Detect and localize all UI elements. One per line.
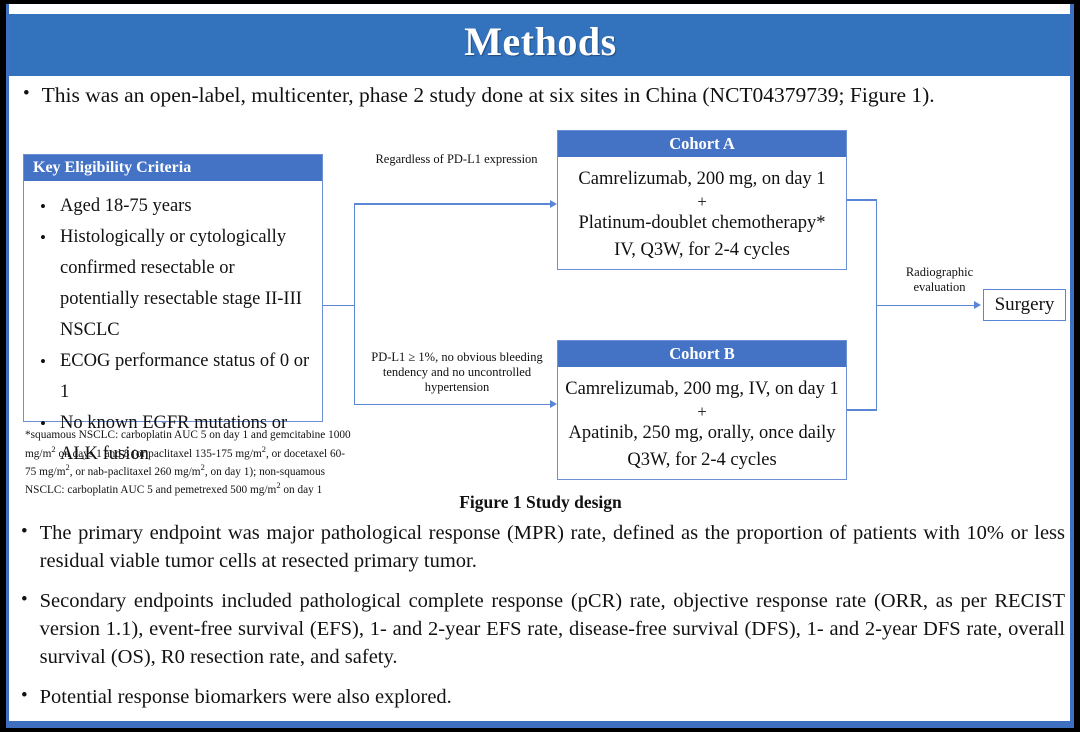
cohort-b-line3: Q3W, for 2-4 cycles	[627, 450, 777, 470]
lead-bullet-text: This was an open-label, multicenter, pha…	[41, 83, 935, 107]
connector-vertical-split	[353, 204, 356, 405]
eligibility-header: Key Eligibility Criteria	[24, 155, 322, 181]
surgery-label: Surgery	[994, 294, 1055, 315]
cohort-a-header: Cohort A	[558, 131, 846, 157]
cohort-a-body: Camrelizumab, 200 mg, on day 1 + Platinu…	[558, 157, 846, 264]
cohort-b-header: Cohort B	[558, 341, 846, 367]
figure-footnote: *squamous NSCLC: carboplatin AUC 5 on da…	[25, 429, 351, 497]
endpoint-text: Potential response biomarkers were also …	[39, 686, 452, 709]
study-design-figure: Key Eligibility Criteria Aged 18-75 year…	[9, 122, 1070, 500]
cohort-b-plus: +	[697, 402, 707, 421]
list-item: Aged 18-75 years	[34, 191, 314, 222]
list-item: • The primary endpoint was major patholo…	[21, 520, 1065, 575]
connector-top-horizontal	[353, 203, 552, 205]
connector-coh-a-out	[847, 199, 877, 201]
list-item: No known EGFR mutations or ALK fusion	[34, 408, 314, 470]
list-item: ECOG performance status of 0 or 1	[34, 346, 314, 408]
connector-coh-b-out	[847, 409, 877, 411]
eligibility-list: Aged 18-75 years Histologically or cytol…	[24, 181, 322, 470]
cohort-a-plus: +	[697, 192, 707, 211]
arrowhead-top	[550, 199, 557, 208]
connector-bottom-horizontal	[353, 403, 552, 406]
surgery-box: Surgery	[983, 289, 1066, 321]
cohort-b-line1: Camrelizumab, 200 mg, IV, on day 1	[565, 379, 839, 399]
cohort-b-line2: Apatinib, 250 mg, orally, once daily	[568, 423, 836, 443]
arrowhead-bottom	[550, 400, 557, 408]
lead-bullet-row: • This was an open-label, multicenter, p…	[23, 82, 1063, 109]
bullet-glyph: •	[23, 83, 30, 104]
cohort-a-box: Cohort A Camrelizumab, 200 mg, on day 1 …	[557, 130, 847, 270]
cohort-b-body: Camrelizumab, 200 mg, IV, on day 1 + Apa…	[558, 367, 846, 474]
cohort-a-line2: Platinum-doublet chemotherapy*	[578, 213, 826, 233]
figure-caption: Figure 1 Study design	[459, 492, 622, 512]
connector-stem-horizontal	[323, 304, 355, 307]
arrow-label-top: Regardless of PD-L1 expression	[375, 152, 538, 166]
bullet-glyph: •	[21, 521, 28, 542]
cohort-b-box: Cohort B Camrelizumab, 200 mg, IV, on da…	[557, 340, 847, 480]
cohort-a-line3: IV, Q3W, for 2-4 cycles	[614, 240, 790, 260]
page-title: Methods	[464, 19, 617, 64]
arrow-label-bottom: PD-L1 ≥ 1%, no obvious bleeding tendency…	[371, 350, 543, 394]
endpoints-list: • The primary endpoint was major patholo…	[21, 520, 1065, 721]
endpoint-text: The primary endpoint was major pathologi…	[39, 522, 1065, 572]
eligibility-box: Key Eligibility Criteria Aged 18-75 year…	[23, 154, 323, 464]
cohort-a-line1: Camrelizumab, 200 mg, on day 1	[578, 169, 826, 189]
endpoint-text: Secondary endpoints included pathologica…	[39, 590, 1065, 668]
list-item: Histologically or cytologically confirme…	[34, 222, 314, 346]
title-band: Methods	[9, 14, 1070, 76]
list-item: • Secondary endpoints included pathologi…	[21, 588, 1065, 671]
arrowhead-surgery	[974, 301, 981, 309]
arrow-label-right: Radiographic evaluation	[905, 265, 974, 294]
bullet-glyph: •	[21, 685, 28, 707]
bullet-glyph: •	[21, 589, 28, 611]
connector-to-surgery	[875, 304, 977, 307]
slide: Methods • This was an open-label, multic…	[6, 4, 1074, 728]
list-item: • Potential response biomarkers were als…	[21, 684, 1065, 712]
